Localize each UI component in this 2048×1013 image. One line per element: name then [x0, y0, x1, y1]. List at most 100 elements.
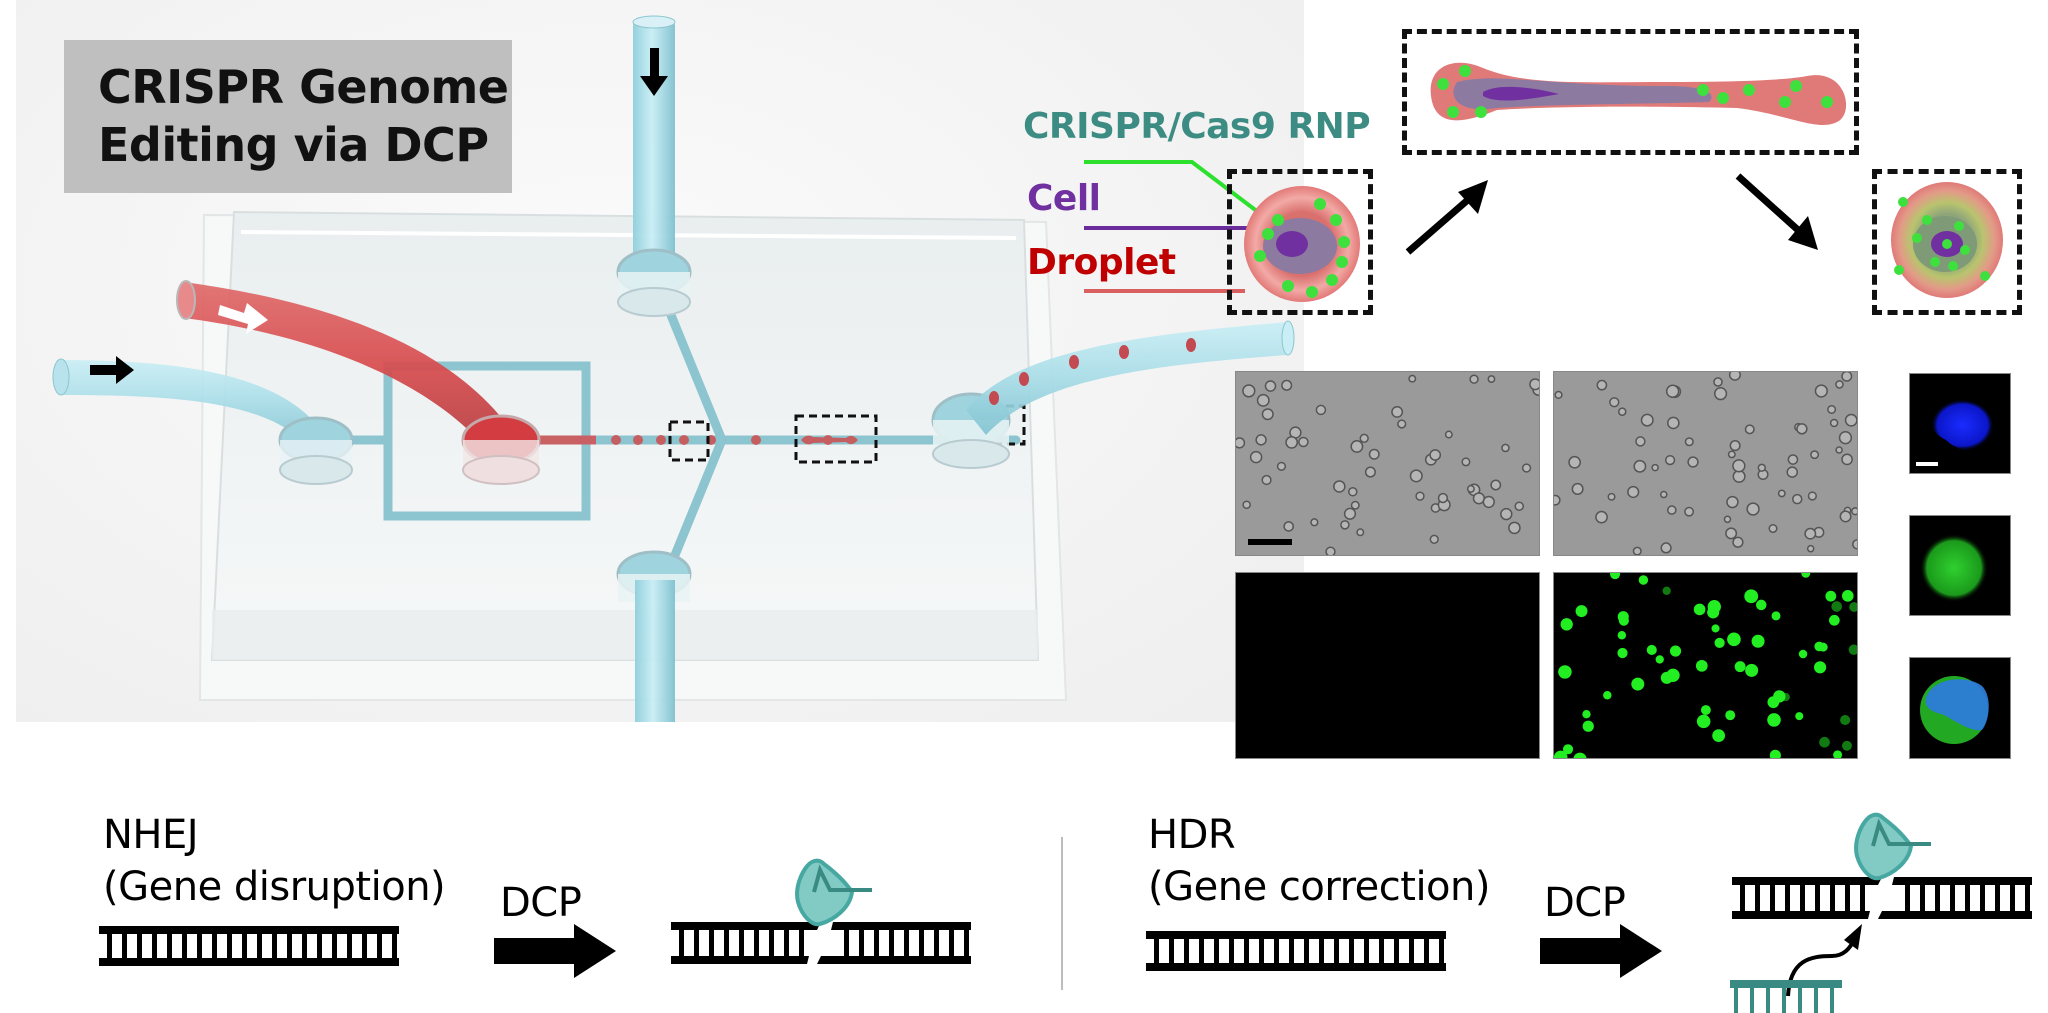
confocal-merge-image [1909, 657, 2011, 759]
cell [1315, 404, 1327, 416]
chip-svg [52, 15, 1295, 722]
cell [1806, 544, 1815, 553]
cell [1633, 459, 1647, 473]
cell [1501, 443, 1510, 453]
dna-base-pair [1905, 885, 1910, 911]
cell [1659, 490, 1668, 499]
dna-base-pair [934, 930, 939, 956]
fluorescent-cell [1848, 644, 1857, 655]
cell [1285, 436, 1299, 449]
cell [1429, 449, 1442, 461]
cell [1554, 494, 1561, 506]
fluorescent-cell [1767, 713, 1781, 727]
dna-base-pair [287, 934, 292, 958]
dna-base-pair [122, 934, 127, 958]
cell [1807, 491, 1817, 501]
dna-base-pair [1334, 939, 1339, 963]
cell [1487, 375, 1496, 383]
dna-base-pair [1169, 939, 1174, 963]
inlet-tube-left [52, 358, 354, 485]
dna-strand [817, 956, 971, 964]
cell [1261, 408, 1274, 421]
cell [1490, 479, 1502, 491]
cell [1348, 487, 1358, 497]
cell [1723, 515, 1732, 524]
cell [1261, 474, 1272, 486]
fluorescent-cell [1610, 573, 1621, 580]
cell [1627, 485, 1640, 499]
fluorescent-cell [1833, 750, 1843, 758]
confocal-rnp-image [1909, 515, 2011, 616]
cell [1343, 507, 1357, 520]
cell [1796, 423, 1808, 435]
dna-base-pair [1845, 885, 1850, 911]
cell [1827, 404, 1837, 414]
dna-base-pair [1304, 939, 1309, 963]
cell [1340, 520, 1350, 530]
cell [1325, 546, 1336, 555]
dna-base-pair [392, 934, 397, 958]
outlet-droplets [989, 338, 1196, 405]
dna-strand [1732, 911, 1870, 919]
fluorescent-cell [1638, 575, 1649, 585]
fluorescence-dcp-image [1553, 572, 1858, 759]
cell [1469, 374, 1479, 384]
cell [1242, 384, 1256, 398]
cell [1744, 424, 1755, 435]
dna-base-pair [1199, 939, 1204, 963]
cell [1632, 546, 1642, 555]
nhej-process-arrow-icon [494, 924, 616, 978]
dna-base-pair [1785, 885, 1790, 911]
cell [1667, 505, 1677, 515]
cell [1713, 377, 1723, 387]
droplet-final-box [1872, 169, 2022, 315]
dna-cut-hdr-icon [1732, 877, 2032, 919]
figure-title-box: CRISPR Genome Editing via DCP [64, 40, 512, 193]
dna-base-pair [2025, 885, 2030, 911]
cell [1684, 506, 1695, 517]
dna-intact-hdr-icon [1146, 931, 1446, 971]
dna-base-pair [227, 934, 232, 958]
dna-base-pair [679, 930, 684, 956]
droplet-initial-box [1227, 169, 1373, 315]
cell [1429, 534, 1439, 544]
dna-base-pair [1830, 885, 1835, 911]
cell [1791, 493, 1803, 505]
nhej-subtitle: (Gene disruption) [103, 864, 446, 910]
confocal-nucleus-image [1909, 373, 2011, 474]
cell [1617, 407, 1627, 416]
cell [1571, 482, 1584, 495]
fluorescent-cell [1825, 590, 1837, 602]
fluorescent-cell [1744, 589, 1759, 604]
legend-label-droplet: Droplet [1027, 242, 1176, 283]
fluorescent-cell [1693, 603, 1706, 616]
dna-base-pair [1860, 885, 1865, 911]
title-line-2: Editing via DCP [98, 118, 489, 172]
dna-strand [831, 922, 971, 930]
brightfield-dcp-cells [1554, 372, 1857, 555]
cell [1264, 380, 1277, 392]
fluorescent-cell [1558, 665, 1572, 679]
cell [1236, 437, 1246, 449]
dna-base-pair [1289, 939, 1294, 963]
fluorescent-cell [1575, 605, 1588, 618]
zoom-box-1 [668, 420, 710, 462]
cell [1829, 418, 1839, 428]
cell [1640, 413, 1654, 427]
cell [1726, 495, 1739, 509]
slab-front-edge [212, 610, 1038, 660]
merge-blue-blob [1925, 679, 1989, 731]
constricted-droplet [801, 435, 858, 445]
fluorescent-cell [1617, 647, 1628, 659]
cell [1359, 433, 1369, 443]
elongated-cell [1453, 78, 1712, 110]
title-line-1: CRISPR Genome [98, 60, 509, 114]
dna-base-pair [1950, 885, 1955, 911]
dna-base-pair [1965, 885, 1970, 911]
fluorescent-cell [1814, 641, 1825, 652]
nucleus-shape [1276, 231, 1308, 257]
dna-base-pair [1409, 939, 1414, 963]
fluorescent-cell [1828, 614, 1840, 626]
fluorescent-cell [1582, 720, 1594, 732]
constriction-deformation-box [1402, 29, 1859, 155]
